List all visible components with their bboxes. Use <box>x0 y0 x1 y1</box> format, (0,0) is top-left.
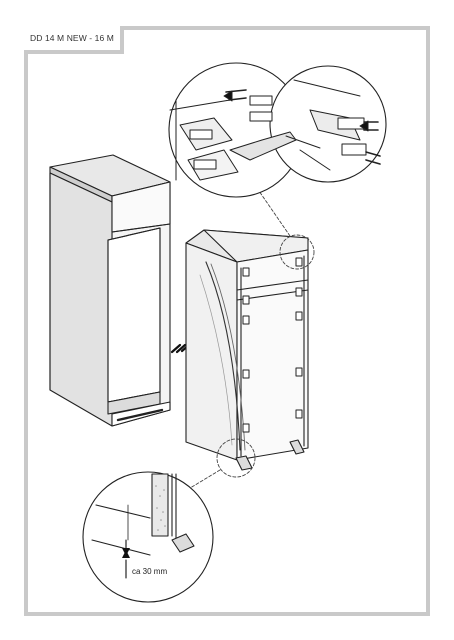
refrigerator-drawing <box>185 229 309 471</box>
dimension-label: ca 30 mm <box>132 567 167 576</box>
hinge-detail <box>168 62 387 198</box>
model-label: DD 14 M NEW - 16 M <box>30 33 114 43</box>
bottom-detail: ca 30 mm <box>82 471 214 603</box>
model-label-box: DD 14 M NEW - 16 M <box>24 26 124 54</box>
page-frame <box>24 26 430 616</box>
cabinet-drawing <box>49 154 171 427</box>
